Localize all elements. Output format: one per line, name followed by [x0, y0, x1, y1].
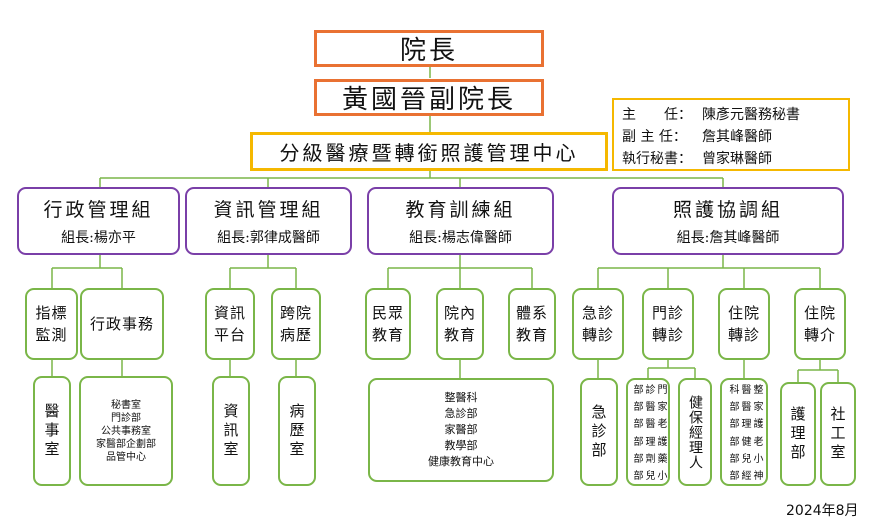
subunit-nursing-dept: 護理部 — [780, 382, 816, 486]
group-admin: 行政管理組 組長:楊亦平 — [17, 187, 180, 255]
list-item: 小兒部 — [631, 470, 666, 481]
subunit-opd-list: 門診部 家醫部 老醫部 護理部 藥劑部 小兒部 — [626, 378, 670, 486]
list-item: 神經部 — [727, 470, 762, 481]
unit-er-referral: 急診 轉診 — [572, 288, 624, 360]
subunit-er-dept: 急診部 — [580, 378, 618, 486]
unit-internal-education: 院內 教育 — [436, 288, 484, 360]
info-row-director: 主 任：陳彥元醫務秘書 — [622, 107, 800, 123]
list-item: 品管中心 — [106, 451, 146, 463]
list-item: 整醫科 — [727, 383, 762, 394]
list-item: 整醫科 — [444, 391, 478, 404]
list-item: 老健部 — [727, 435, 762, 446]
unit-opd-referral: 門診 轉診 — [642, 288, 694, 360]
unit-public-education: 民眾 教育 — [365, 288, 411, 360]
subunit-education-list: 整醫科 急診部 家醫部 教學部 健康教育中心 — [368, 378, 554, 482]
list-item: 家醫部企劃部 — [96, 438, 156, 450]
group-name: 教育訓練組 — [405, 199, 516, 222]
vice-president-label: 黃國晉副院長 — [341, 85, 516, 115]
group-leader: 組長:詹其峰醫師 — [676, 229, 780, 246]
president-box: 院長 — [314, 30, 544, 67]
list-item: 急診部 — [444, 407, 478, 420]
list-item: 護理部 — [727, 418, 762, 429]
unit-admin-affairs: 行政事務 — [80, 288, 164, 360]
management-info-box: 主 任：陳彥元醫務秘書 副 主 任：詹其峰醫師 執行秘書：曾家琳醫師 — [612, 98, 850, 171]
list-item: 教學部 — [444, 439, 478, 452]
unit-indicator-monitoring: 指標 監測 — [25, 288, 78, 360]
unit-system-education: 體系 教育 — [508, 288, 556, 360]
list-item: 家醫部 — [631, 401, 666, 411]
group-name: 資訊管理組 — [213, 199, 324, 222]
vice-president-box: 黃國晉副院長 — [314, 79, 544, 116]
subunit-admin-list: 秘書室 門診部 公共事務室 家醫部企劃部 品管中心 — [79, 376, 173, 486]
info-row-secretary: 執行秘書：曾家琳醫師 — [622, 151, 772, 167]
list-item: 家醫部 — [727, 401, 762, 411]
group-info: 資訊管理組 組長:郭律成醫師 — [185, 187, 352, 255]
unit-inpatient-referral: 住院 轉診 — [718, 288, 770, 360]
unit-info-platform: 資訊 平台 — [205, 288, 255, 360]
info-row-deputy: 副 主 任：詹其峰醫師 — [622, 129, 772, 145]
group-name: 照護協調組 — [672, 199, 783, 222]
subunit-inpatient-list: 整醫科 家醫部 護理部 老健部 小兒部 神經部 — [720, 378, 768, 486]
center-label: 分級醫療暨轉銜照護管理中心 — [279, 141, 579, 165]
group-leader: 組長:楊亦平 — [61, 229, 136, 246]
list-item: 小兒部 — [727, 452, 762, 463]
list-item: 護理部 — [631, 435, 666, 446]
subunit-medical-affairs-office: 醫事室 — [33, 376, 71, 486]
list-item: 藥劑部 — [631, 452, 666, 463]
subunit-health-insurance-manager: 健保經理人 — [678, 378, 712, 486]
center-box: 分級醫療暨轉銜照護管理中心 — [250, 132, 608, 171]
subunit-social-work-office: 社工室 — [820, 382, 856, 486]
list-item: 家醫部 — [444, 423, 478, 436]
subunit-info-office: 資訊室 — [212, 376, 250, 486]
subunit-records-office: 病歷室 — [278, 376, 316, 486]
group-care: 照護協調組 組長:詹其峰醫師 — [612, 187, 844, 255]
list-item: 秘書室 — [111, 399, 141, 411]
list-item: 老醫部 — [631, 418, 666, 429]
president-label: 院長 — [399, 36, 458, 66]
list-item: 健康教育中心 — [428, 455, 494, 468]
group-education: 教育訓練組 組長:楊志偉醫師 — [367, 187, 554, 255]
group-leader: 組長:郭律成醫師 — [217, 229, 320, 246]
unit-inpatient-transfer: 住院 轉介 — [794, 288, 846, 360]
group-name: 行政管理組 — [43, 199, 154, 222]
list-item: 公共事務室 — [101, 425, 151, 437]
group-leader: 組長:楊志偉醫師 — [409, 229, 512, 246]
date-label: 2024年8月 — [786, 503, 859, 519]
list-item: 門診部 — [111, 412, 141, 424]
unit-cross-hospital-records: 跨院 病歷 — [271, 288, 321, 360]
list-item: 門診部 — [631, 383, 666, 394]
